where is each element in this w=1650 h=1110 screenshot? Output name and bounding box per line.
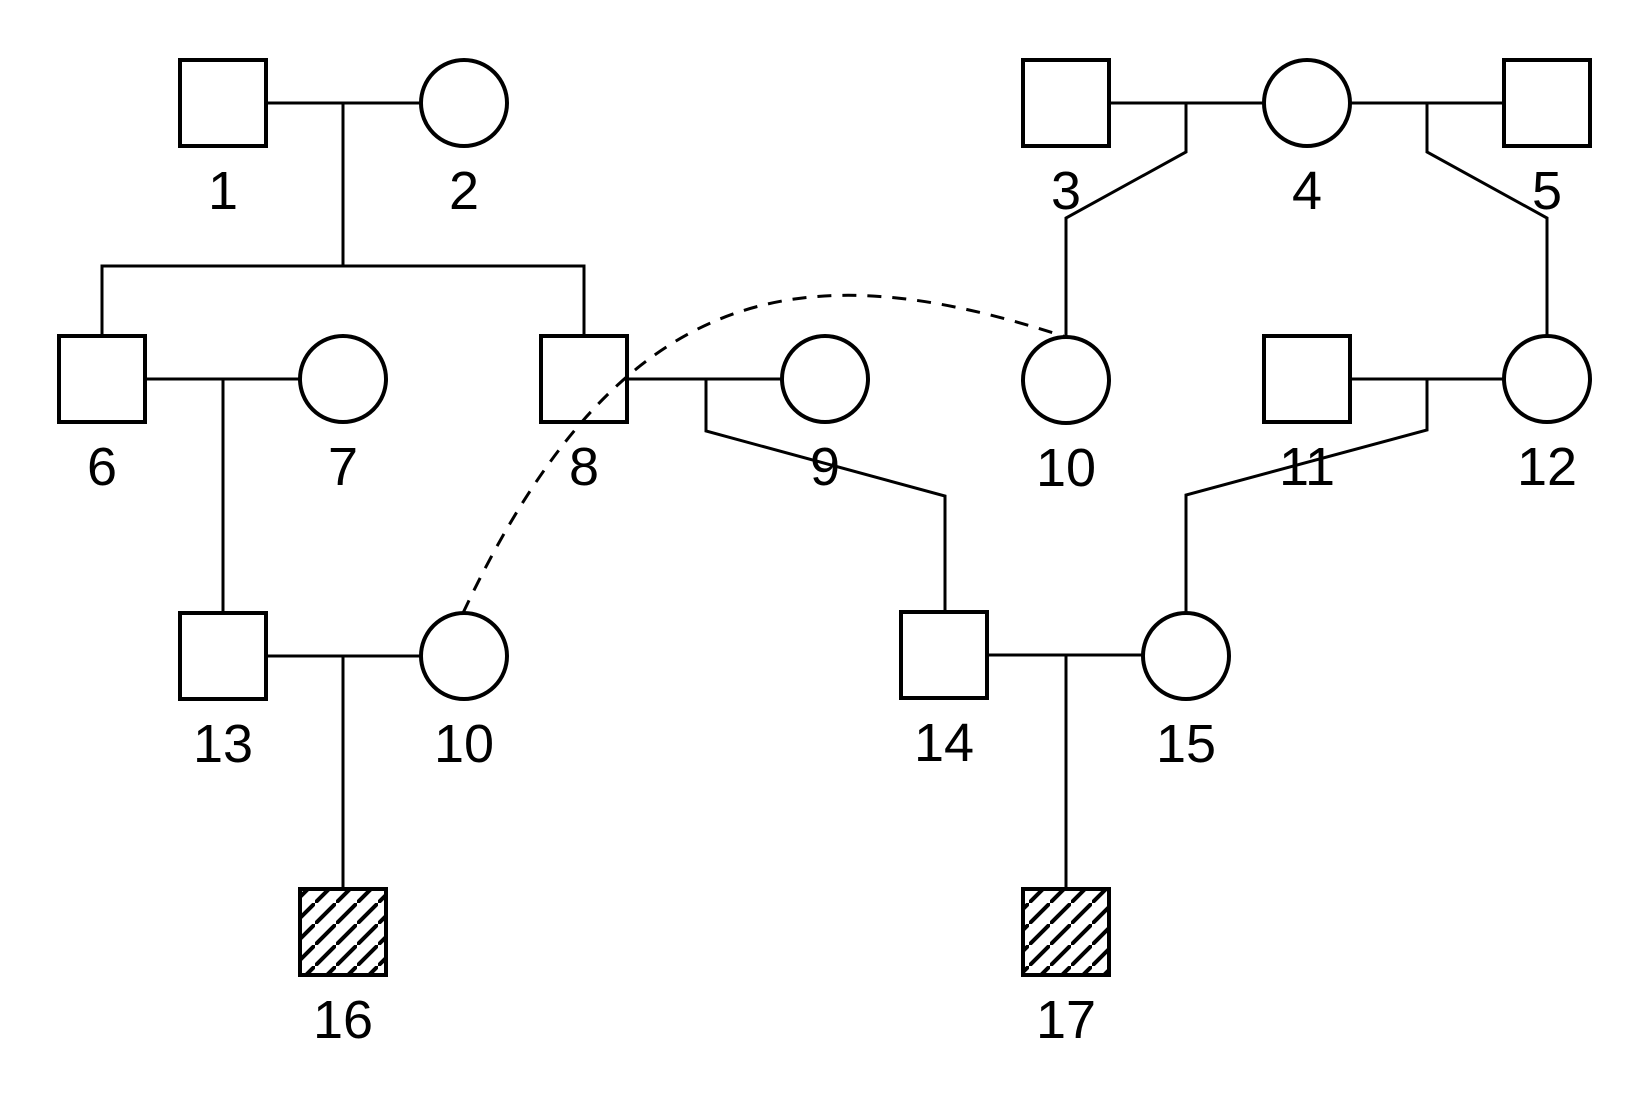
person-12-female-symbol — [1502, 334, 1592, 424]
person-10-female-symbol — [419, 611, 509, 701]
person-3-label: 3 — [1051, 161, 1081, 221]
person-17-label: 17 — [1036, 990, 1096, 1050]
person-9-label: 9 — [810, 437, 840, 497]
person-6-male-symbol — [57, 334, 147, 424]
person-7-female-symbol — [298, 334, 388, 424]
person-11-label: 11 — [1279, 437, 1335, 497]
sibship-6-8 — [100, 264, 586, 336]
person-3-male-symbol — [1021, 58, 1111, 148]
person-15-female-symbol — [1141, 611, 1231, 701]
person-4-label: 4 — [1292, 161, 1322, 221]
person-5-male-symbol — [1502, 58, 1592, 148]
person-11-male-symbol — [1262, 334, 1352, 424]
person-2-label: 2 — [449, 161, 479, 221]
person-1-label: 1 — [208, 161, 238, 221]
descent-3-4-to-10 — [1064, 103, 1188, 337]
person-13-label: 13 — [193, 714, 253, 774]
person-5-label: 5 — [1532, 161, 1562, 221]
person-16-label: 16 — [313, 990, 373, 1050]
descent-8-9-to-14 — [704, 379, 947, 612]
person-9-female-symbol — [780, 334, 870, 424]
person-10-female-symbol — [1021, 335, 1111, 425]
person-17-male-symbol — [1021, 887, 1111, 977]
descent-11-12-to-15 — [1184, 379, 1429, 613]
person-13-male-symbol — [178, 611, 268, 701]
person-10-label: 10 — [434, 714, 494, 774]
person-8-label: 8 — [569, 437, 599, 497]
person-8-male-symbol — [539, 334, 629, 424]
person-12-label: 12 — [1517, 437, 1577, 497]
person-15-label: 15 — [1156, 714, 1216, 774]
person-2-female-symbol — [419, 58, 509, 148]
person-14-label: 14 — [914, 713, 974, 773]
descent-4-5-to-12 — [1425, 103, 1549, 336]
person-4-female-symbol — [1262, 58, 1352, 148]
person-14-male-symbol — [899, 610, 989, 700]
dashed-link-10-10 — [461, 293, 1067, 614]
person-7-label: 7 — [328, 437, 358, 497]
person-6-label: 6 — [87, 437, 117, 497]
person-16-male-symbol — [298, 887, 388, 977]
person-10-label: 10 — [1036, 438, 1096, 498]
person-1-male-symbol — [178, 58, 268, 148]
